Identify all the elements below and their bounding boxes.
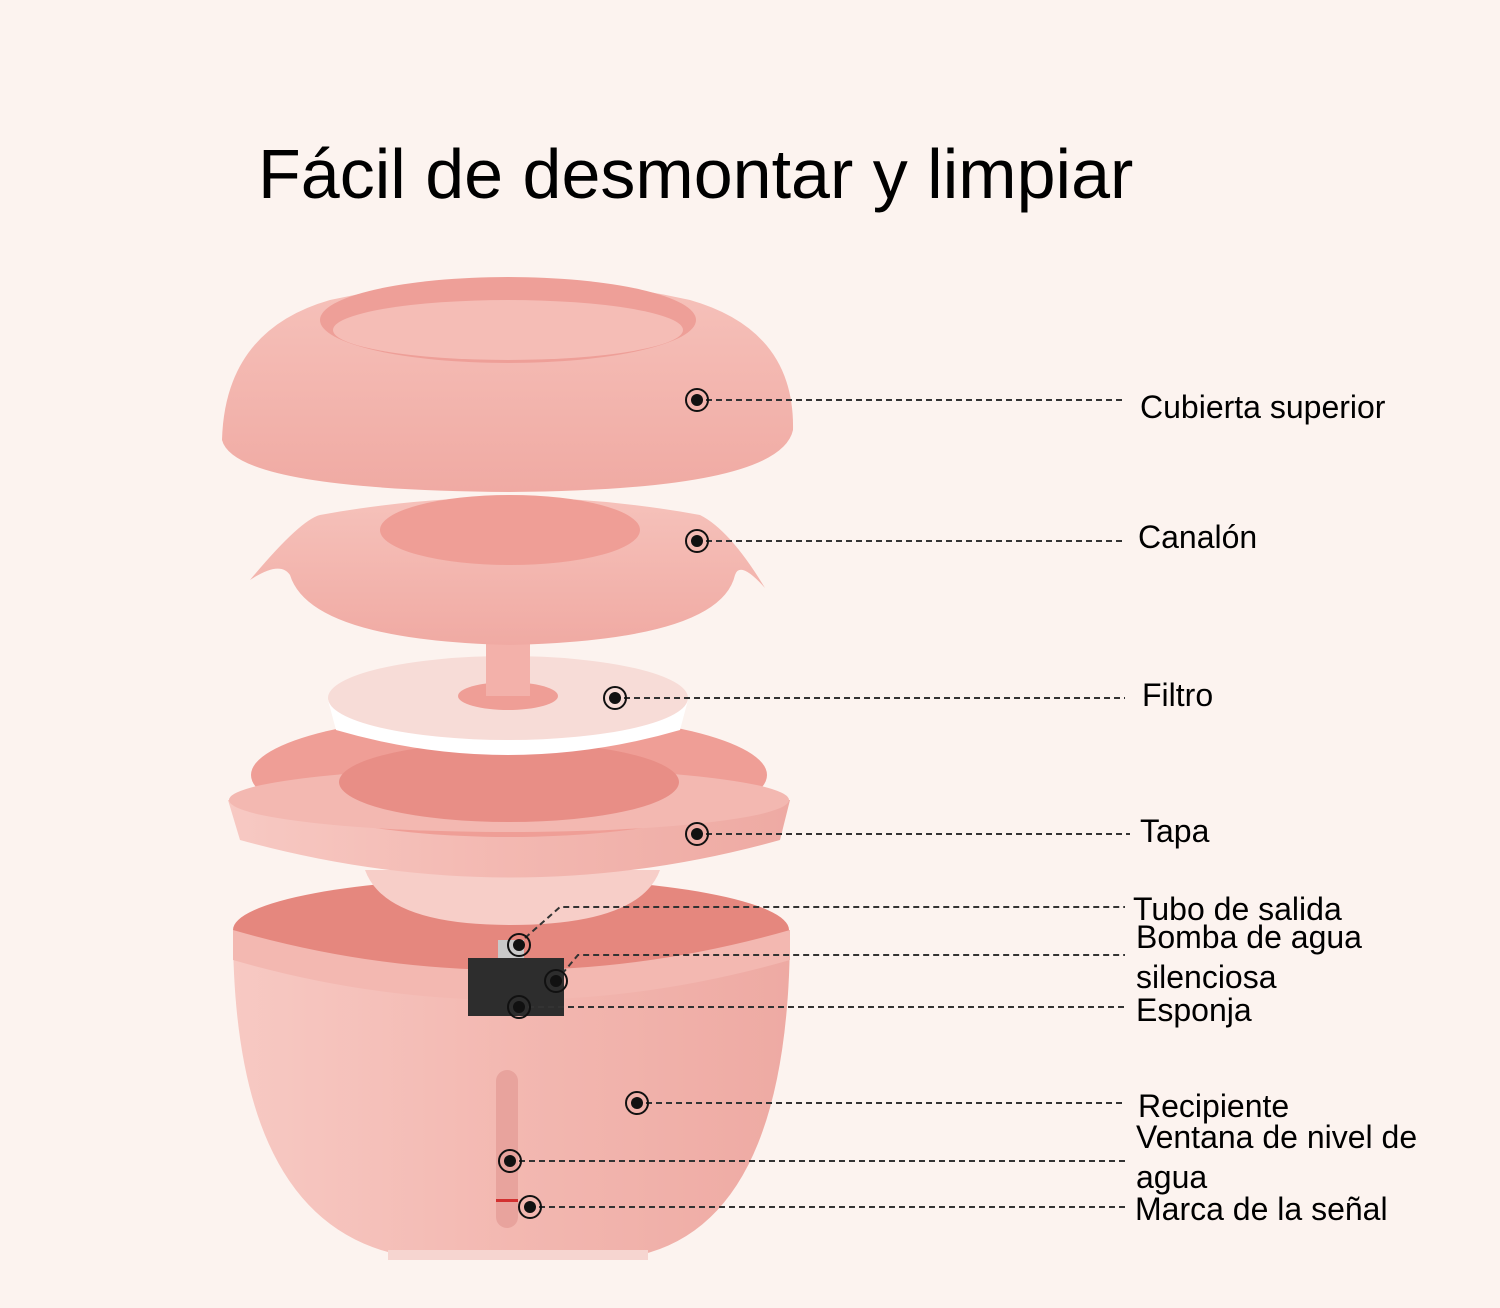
callout-dot-signal-mark (518, 1195, 542, 1219)
label-outlet-tube: Tubo de salida (1133, 891, 1342, 927)
label-gutter: Canalón (1138, 519, 1257, 555)
lid-illustration (228, 713, 790, 925)
top-cover-illustration (222, 277, 794, 492)
container-illustration (233, 878, 790, 1260)
callout-dot-sponge (507, 995, 531, 1019)
gutter-illustration (250, 495, 765, 645)
label-filter: Filtro (1142, 677, 1213, 713)
callout-dot-gutter (685, 529, 709, 553)
callout-dot-window (498, 1149, 522, 1173)
callout-dot-lid (685, 822, 709, 846)
label-signal-mark: Marca de la señal (1135, 1191, 1388, 1227)
callout-dot-top-cover (685, 388, 709, 412)
callout-dot-outlet-tube (507, 933, 531, 957)
signal-mark-line (496, 1199, 518, 1202)
callout-dot-pump (544, 969, 568, 993)
page-title: Fácil de desmontar y limpiar (258, 135, 1133, 213)
label-window-line1: Ventana de nivel de (1136, 1119, 1417, 1155)
callout-dot-container (625, 1091, 649, 1115)
label-lid: Tapa (1140, 813, 1210, 849)
leader-lines (519, 399, 1130, 1208)
label-window-line2: agua (1136, 1159, 1207, 1195)
filter-illustration (328, 640, 688, 755)
label-top-cover: Cubierta superior (1140, 389, 1386, 425)
label-pump-line1: Bomba de agua (1136, 919, 1362, 955)
label-sponge: Esponja (1136, 992, 1252, 1028)
callout-dot-filter (603, 686, 627, 710)
callout-dots (498, 388, 709, 1219)
label-pump-line2: silenciosa (1136, 959, 1277, 995)
label-container: Recipiente (1138, 1088, 1289, 1124)
